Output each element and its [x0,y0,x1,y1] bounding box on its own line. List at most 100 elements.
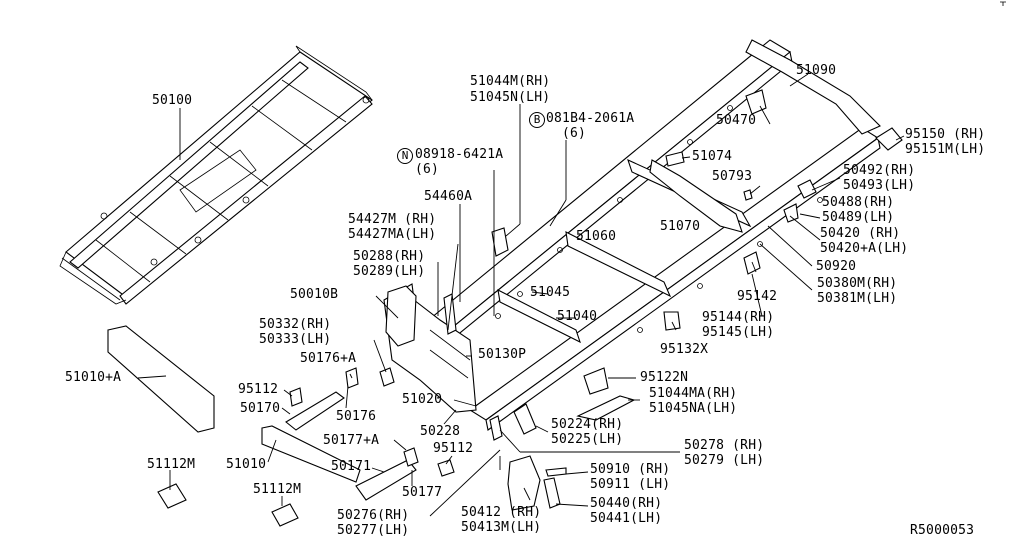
label-50441: 50441(LH) [590,511,663,526]
diagram-id: R5000053 [910,523,975,538]
label-50488: 50488(RH) [822,195,895,210]
label-50440: 50440(RH) [590,496,663,511]
label-50170: 50170 [240,401,281,416]
label-50420a: 50420+A(LH) [820,241,909,256]
label-50130p: 50130P [478,347,527,362]
label-50380m: 50380M(RH) [817,276,898,291]
label-50279: 50279 (LH) [684,453,765,468]
label-95150: 95150 (RH) [905,127,986,142]
label-50276: 50276(RH) [337,508,410,523]
label-54427m: 54427M (RH) [348,212,437,227]
label-50413m: 50413M(LH) [461,520,542,535]
label-50010b: 50010B [290,287,339,302]
label-50176a: 50176+A [300,351,357,366]
label-50492: 50492(RH) [843,163,916,178]
label-51040: 51040 [557,309,598,324]
part-95112a [289,387,303,407]
label-95151m: 95151M(LH) [905,142,986,157]
part-51044m [491,227,509,257]
part-50793 [743,189,753,201]
part-95112b [437,459,455,477]
label-51045: 51045 [530,285,571,300]
label-50277: 50277(LH) [337,523,410,538]
frame-assembly-exploded [383,39,881,431]
label-51074: 51074 [692,149,733,164]
nut-marker-icon: N [397,148,413,164]
label-50489: 50489(LH) [822,210,895,225]
part-50412 [507,455,541,511]
label-51112m-b: 51112M [253,482,302,497]
label-50228: 50228 [420,424,461,439]
label-50288: 50288(RH) [353,249,426,264]
label-51060: 51060 [576,229,617,244]
part-50278 [489,415,503,441]
label-50224: 50224(RH) [551,417,624,432]
part-51010 [261,425,361,483]
part-50010b [385,285,417,347]
label-54427ma: 54427MA(LH) [348,227,437,242]
label-51044ma: 51044MA(RH) [649,386,738,401]
label-081b4-qty: (6) [562,126,587,141]
part-51074 [665,151,685,167]
label-50470: 50470 [716,113,757,128]
label-50332: 50332(RH) [259,317,332,332]
part-95122n [583,367,609,395]
label-50177a: 50177+A [323,433,380,448]
label-51045n: 51045N(LH) [470,90,551,105]
part-50488 [783,203,799,223]
part-95132x [663,311,681,331]
part-50910 [545,467,567,477]
label-50910: 50910 (RH) [590,462,671,477]
part-51010a [107,325,215,433]
frame-assembly-small [59,45,373,305]
label-95145: 95145(LH) [702,325,775,340]
label-08918: 08918-6421A [415,147,504,162]
label-50493: 50493(LH) [843,178,916,193]
part-50492 [797,179,817,199]
part-50177a [403,447,419,467]
bolt-marker-icon: B [529,112,545,128]
label-95142: 95142 [737,289,778,304]
label-51045na: 51045NA(LH) [649,401,738,416]
label-50171: 50171 [331,459,372,474]
label-95132x: 95132X [660,342,709,357]
label-50100: 50100 [152,93,193,108]
part-50332 [379,367,395,387]
label-95144: 95144(RH) [702,310,775,325]
label-50176: 50176 [336,409,377,424]
label-081b4: 081B4-2061A [546,111,635,126]
label-51020: 51020 [402,392,443,407]
label-50920: 50920 [816,259,857,274]
part-95150 [875,127,903,151]
label-51010: 51010 [226,457,267,472]
leader-lines [137,73,905,517]
label-50289: 50289(LH) [353,264,426,279]
part-50224 [513,403,537,435]
label-51010a: 51010+A [65,370,122,385]
label-08918-qty: (6) [415,162,440,177]
label-50225: 50225(LH) [551,432,624,447]
label-50793: 50793 [712,169,753,184]
label-95122n: 95122N [640,370,689,385]
label-50911: 50911 (LH) [590,477,671,492]
part-51112m-a [157,483,187,509]
label-95112-a: 95112 [238,382,279,397]
part-51112m-b [271,503,299,527]
part-50440 [543,477,561,509]
label-50420: 50420 (RH) [820,226,901,241]
label-50333: 50333(LH) [259,332,332,347]
label-51044m: 51044M(RH) [470,74,551,89]
part-50171 [355,459,417,501]
label-54460a: 54460A [424,189,473,204]
label-51090: 51090 [796,63,837,78]
label-50381m: 50381M(LH) [817,291,898,306]
label-50412: 50412 (RH) [461,505,542,520]
label-95112-b: 95112 [433,441,474,456]
part-50170 [285,391,345,431]
label-50278: 50278 (RH) [684,438,765,453]
label-51112m-a: 51112M [147,457,196,472]
corner-mark [1000,1,1006,6]
label-51070: 51070 [660,219,701,234]
label-50177: 50177 [402,485,443,500]
